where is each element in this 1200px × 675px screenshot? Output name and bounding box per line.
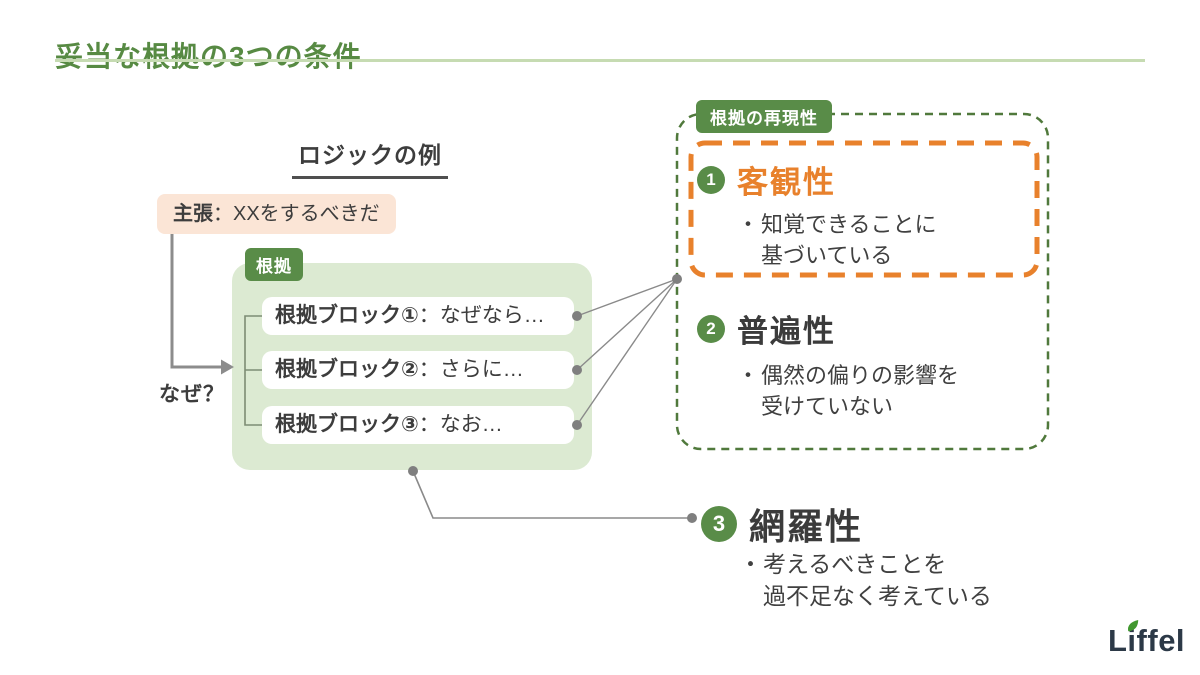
claim-box: 主張：XXをするべきだ	[157, 194, 396, 234]
number-1-badge: 1	[697, 165, 725, 194]
bullet-line: 受けていない	[761, 394, 894, 419]
bullet-line: 偶然の偏りの影響を	[761, 363, 960, 388]
evidence-block-3: 根拠ブロック③：なお…	[262, 406, 574, 444]
number-2-badge: 2	[697, 314, 725, 343]
universality-title: 普遍性	[737, 314, 836, 349]
evidence-block-1: 根拠ブロック①：なぜなら…	[262, 297, 574, 335]
reproducibility-badge: 根拠の再現性	[696, 100, 832, 133]
leaf-icon	[1127, 620, 1139, 632]
liffel-logo: Liffel	[1108, 620, 1186, 659]
dot-item3	[687, 513, 697, 523]
block1-to-panel-line	[576, 278, 678, 317]
block2-to-panel-line	[576, 278, 678, 371]
bullet-marker: ・	[739, 551, 762, 577]
dot-panel-hub	[672, 274, 682, 284]
logic-example-heading: ロジックの例	[292, 136, 448, 179]
evidence-block-text: ：なぜなら…	[418, 304, 545, 327]
bullet-line: 考えるべきことを	[763, 551, 947, 577]
bullet-line: 基づいている	[761, 243, 893, 268]
condition-item-universality: 2 普遍性	[697, 306, 836, 351]
claim-to-evidence-arrow-line	[170, 234, 221, 369]
comprehensiveness-bullet: ・ 考えるべきことを 過不足なく考えている	[739, 548, 992, 612]
evidence-block-text: ：さらに…	[418, 358, 524, 381]
title-underline	[55, 59, 1145, 62]
condition-item-objectivity: 1 客観性	[697, 157, 836, 202]
bullet-line: 知覚できることに	[761, 212, 937, 237]
universality-bullet: ・ 偶然の偏りの影響を 受けていない	[737, 360, 959, 422]
bullet-marker: ・	[737, 363, 760, 388]
why-label: なぜ？	[159, 383, 225, 406]
block3-to-panel-line	[576, 278, 678, 426]
evidence-block-text: ：なお…	[418, 413, 503, 436]
evidence-block-label: 根拠ブロック③	[275, 413, 419, 436]
number-3-badge: 3	[701, 506, 737, 542]
evidence-badge: 根拠	[245, 248, 303, 281]
condition-item-comprehensiveness: 3 網羅性	[701, 498, 863, 550]
comprehensiveness-title: 網羅性	[749, 506, 864, 547]
bullet-marker: ・	[737, 212, 760, 237]
objectivity-title: 客観性	[737, 165, 836, 200]
objectivity-bullet: ・ 知覚できることに 基づいている	[737, 209, 937, 271]
claim-label: 主張	[173, 203, 213, 225]
evidence-block-2: 根拠ブロック②：さらに…	[262, 351, 574, 389]
logo-text: Liffel	[1108, 623, 1186, 658]
claim-text: ：XXをするべきだ	[213, 203, 380, 225]
bullet-line: 過不足なく考えている	[763, 583, 992, 609]
evidence-block-label: 根拠ブロック②	[275, 358, 419, 381]
page-title: 妥当な根拠の3つの条件	[55, 40, 362, 72]
container-to-item3-line	[412, 470, 692, 519]
evidence-block-label: 根拠ブロック①	[275, 304, 419, 327]
